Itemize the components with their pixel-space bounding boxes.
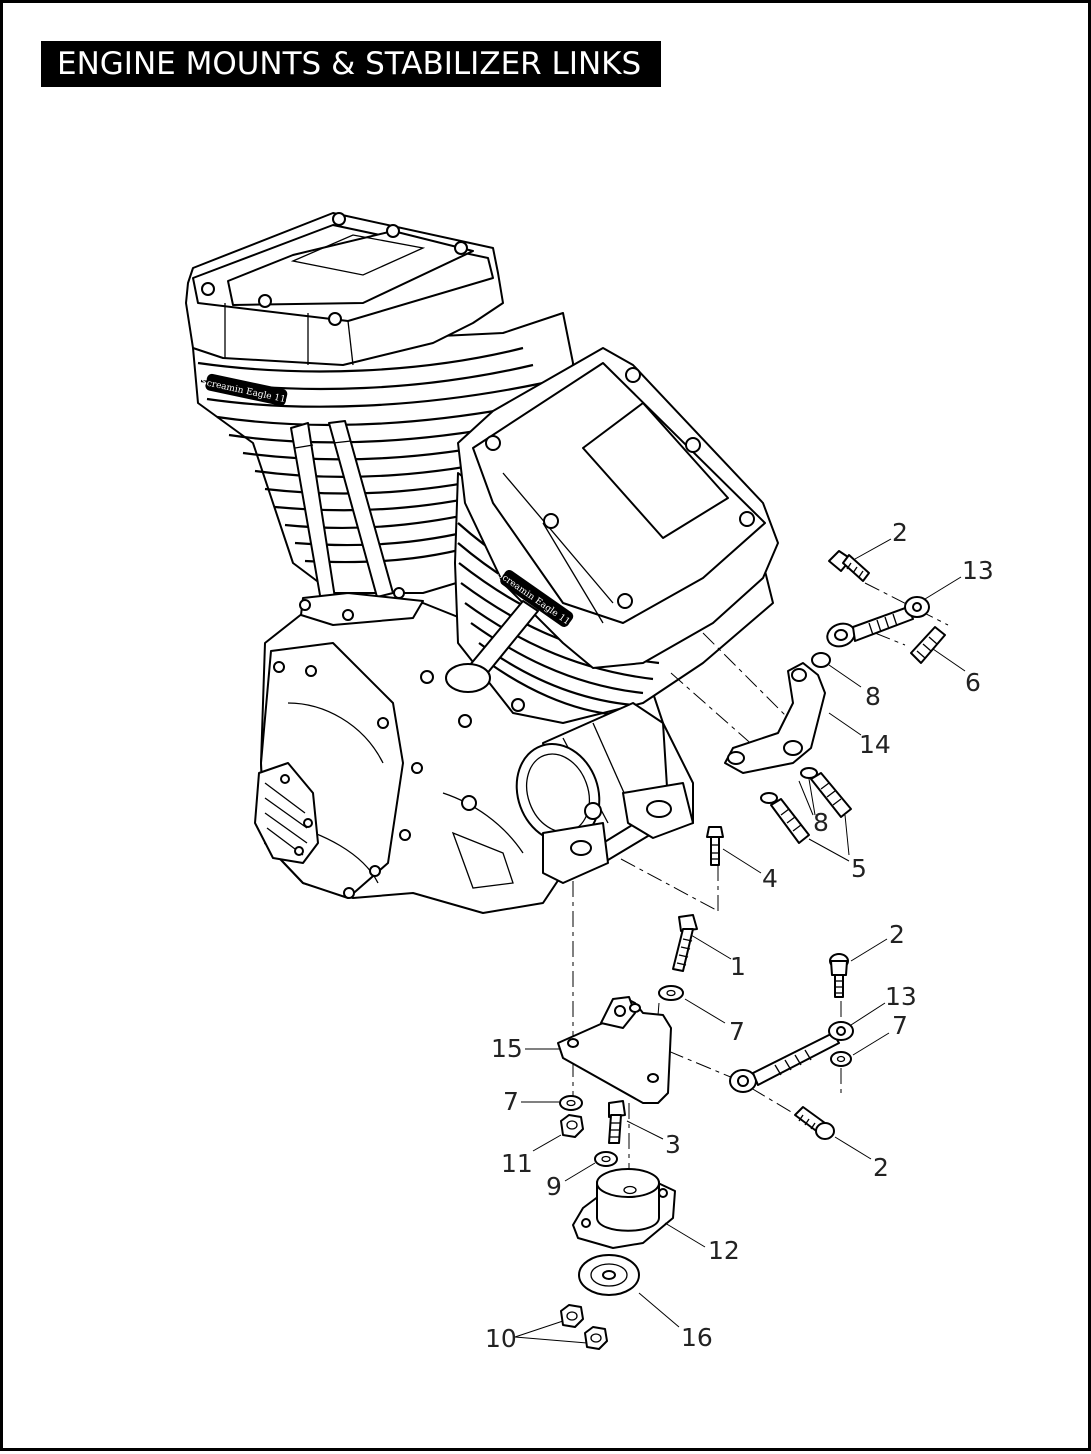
callout-13-lower-link: 13 <box>885 982 917 1011</box>
callout-1-long-bolt: 1 <box>730 952 746 981</box>
upper-link-screw <box>828 550 870 582</box>
washer-link-end <box>830 1051 852 1067</box>
callout-8-lower-washers: 8 <box>813 808 829 837</box>
isolator-bolt <box>608 1100 626 1144</box>
callout-6-stud: 6 <box>965 668 981 697</box>
callout-leaders <box>514 538 966 1344</box>
page-title: ENGINE MOUNTS & STABILIZER LINKS <box>41 41 661 87</box>
washer-under-plate <box>559 1095 583 1111</box>
callout-7-plate-washer: 7 <box>503 1087 519 1116</box>
hex-nut-plate <box>560 1114 584 1138</box>
link-cap-screw-bottom <box>794 1106 835 1140</box>
hex-nut-right <box>584 1326 608 1350</box>
callout-2-cap-screw-top: 2 <box>889 920 905 949</box>
bracket-bolt-left <box>770 798 810 844</box>
callout-9-washer: 9 <box>546 1172 562 1201</box>
callout-7-link-washer: 7 <box>892 1011 908 1040</box>
link-cap-screw-top <box>829 953 849 998</box>
callout-15-mount-plate: 15 <box>491 1034 523 1063</box>
callout-7-upper-washer: 7 <box>729 1017 745 1046</box>
hex-nut-left <box>560 1304 584 1328</box>
mount-bolt-long <box>672 914 698 972</box>
lower-mount-hardware <box>557 914 854 1350</box>
callout-12-rubber-mount: 12 <box>708 1236 740 1265</box>
callout-8-upper-washer: 8 <box>865 682 881 711</box>
lower-washer-left <box>760 792 778 804</box>
upper-stabilizer-link <box>826 596 930 648</box>
callout-2-upper-screw: 2 <box>892 518 908 547</box>
lower-washer-right <box>800 767 818 779</box>
callout-4-bolt: 4 <box>762 864 778 893</box>
isolator-cup-washer <box>578 1254 640 1296</box>
stabilizer-stud <box>910 626 946 664</box>
callout-labels: 2 13 6 8 14 8 5 4 1 2 7 13 7 15 7 3 2 11… <box>485 518 994 1353</box>
rubber-isolator-mount <box>572 1168 676 1249</box>
callout-11-nut: 11 <box>501 1149 533 1178</box>
callout-10-nuts: 10 <box>485 1324 517 1353</box>
callout-5-bracket-bolts: 5 <box>851 854 867 883</box>
upper-stabilizer-hardware <box>706 550 946 866</box>
bracket-bolt-right <box>810 772 852 818</box>
upper-washer <box>811 652 831 668</box>
engine-assembly: Screamin Eagle 110 <box>185 212 779 914</box>
callout-2-cap-screw-bottom: 2 <box>873 1153 889 1182</box>
engine-mount-bolt <box>706 826 724 866</box>
engine-mount-plate <box>557 996 672 1104</box>
stabilizer-bracket <box>724 662 826 774</box>
washer-upper-mount <box>658 985 684 1001</box>
callout-14-bracket: 14 <box>859 730 891 759</box>
callout-3-isolator-bolt: 3 <box>665 1130 681 1159</box>
exploded-parts-diagram: Screamin Eagle 110 <box>185 212 994 1353</box>
isolator-washer <box>594 1151 618 1167</box>
lower-stabilizer-link <box>729 1021 854 1093</box>
callout-16-cup-washer: 16 <box>681 1323 713 1352</box>
callout-13-upper-link: 13 <box>962 556 994 585</box>
